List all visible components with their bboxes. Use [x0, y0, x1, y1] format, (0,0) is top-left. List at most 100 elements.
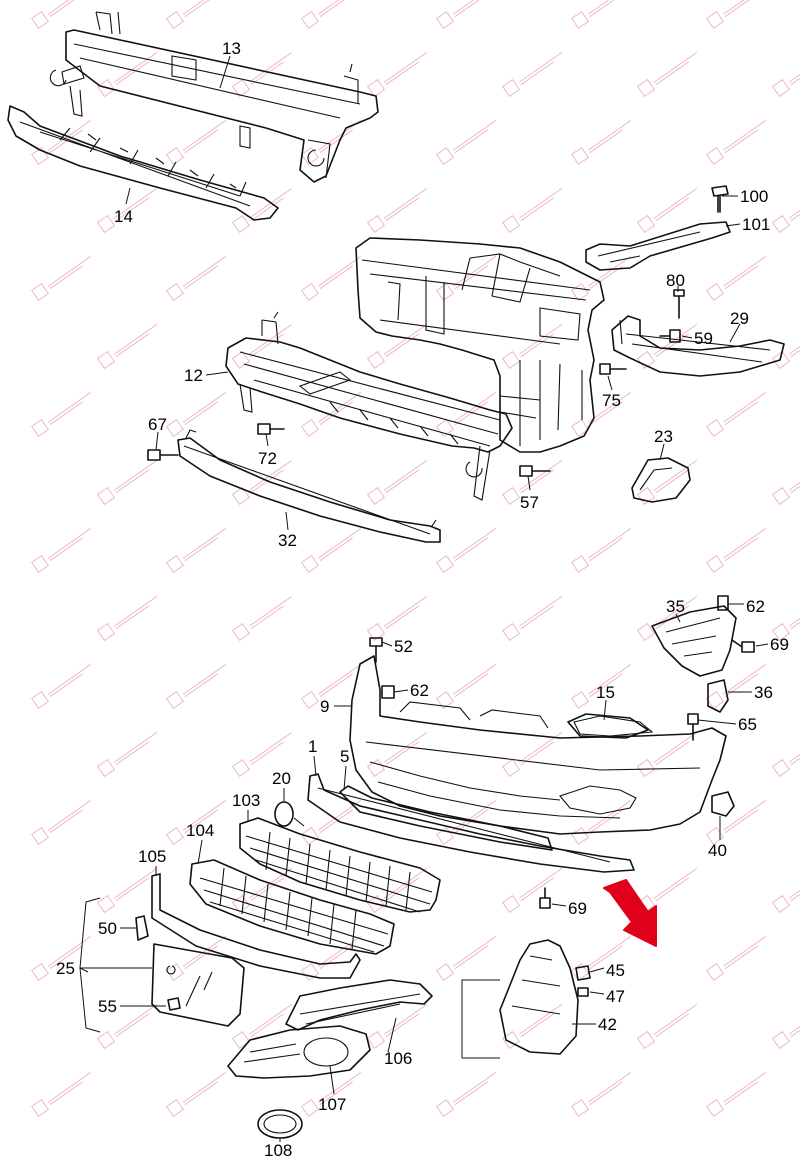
watermark-stamp [570, 120, 632, 166]
part-13-upper-crossmember [49, 11, 379, 183]
part-59-bolt [659, 329, 681, 343]
part-80-bolt [673, 289, 685, 319]
label-36: 36 [754, 683, 773, 702]
label-12: 12 [184, 366, 203, 385]
part-106-fog-grille [285, 979, 433, 1031]
label-100: 100 [740, 187, 768, 206]
watermark-stamp [501, 868, 563, 914]
watermark-stamp [366, 732, 428, 778]
watermark-stamp [771, 732, 800, 778]
watermark-stamp [165, 392, 227, 438]
watermark-stamp [30, 528, 92, 574]
watermark-stamp [366, 460, 428, 506]
label-55: 55 [98, 997, 117, 1016]
label-45: 45 [606, 961, 625, 980]
label-47: 47 [606, 987, 625, 1006]
part-35-side-guide [651, 605, 737, 677]
watermark-stamp [570, 800, 632, 846]
watermark-stamp [570, 664, 632, 710]
part-105-frame-strip [151, 873, 361, 979]
watermark-stamp [231, 1004, 293, 1050]
watermark-stamp [366, 324, 428, 370]
watermark-stamp [435, 392, 497, 438]
watermark-stamp [435, 256, 497, 302]
label-106: 106 [384, 1049, 412, 1068]
watermark-stamp [165, 936, 227, 982]
watermark-stamp [96, 460, 158, 506]
part-62-clip-lower [381, 685, 395, 699]
part-40-flap [711, 791, 735, 817]
watermark-stamp [231, 732, 293, 778]
label-52: 52 [394, 637, 413, 656]
part-29-side-bracket [611, 315, 785, 377]
watermark-stamp [771, 868, 800, 914]
watermark-stamp [501, 52, 563, 98]
watermark-stamp [435, 528, 497, 574]
label-32: 32 [278, 531, 297, 550]
watermark-stamp [636, 596, 698, 642]
watermark-stamp [705, 664, 767, 710]
watermark-stamp [435, 0, 497, 30]
label-25: 25 [56, 959, 75, 978]
watermark-stamp [96, 188, 158, 234]
label-62-lower: 62 [410, 681, 429, 700]
watermark-stamp [165, 800, 227, 846]
watermark-stamp [705, 1072, 767, 1118]
watermark-stamp [30, 800, 92, 846]
label-69-upper: 69 [770, 635, 789, 654]
watermark-stamp [231, 596, 293, 642]
watermark-stamp [165, 664, 227, 710]
part-32-lower-spoiler-strip [177, 429, 441, 543]
part-5-lower-spoiler [339, 785, 553, 851]
label-101: 101 [742, 215, 770, 234]
watermark-stamp [570, 0, 632, 30]
label-104: 104 [186, 821, 214, 840]
watermark-stamp [30, 256, 92, 302]
watermark-stamp [30, 1072, 92, 1118]
part-75-bolt [599, 363, 627, 375]
label-57: 57 [520, 493, 539, 512]
part-57-bolt [519, 465, 551, 477]
watermark-stamp [165, 120, 227, 166]
watermark-stamp [771, 1004, 800, 1050]
watermark-stamp [636, 1004, 698, 1050]
label-13: 13 [222, 39, 241, 58]
part-12-bumper-crossmember [225, 311, 513, 501]
watermark-stamp [435, 664, 497, 710]
watermark-stamp [705, 0, 767, 30]
watermark-stamp [165, 528, 227, 574]
watermark-stamp [96, 52, 158, 98]
label-50: 50 [98, 919, 117, 938]
front-end-carrier [355, 237, 605, 453]
watermark-stamp [366, 1004, 428, 1050]
watermark-stamp [231, 52, 293, 98]
watermark-stamp [705, 256, 767, 302]
label-72: 72 [258, 449, 277, 468]
watermark-stamp [570, 528, 632, 574]
watermark-stamp [366, 52, 428, 98]
watermark-stamp [570, 1072, 632, 1118]
watermark-stamp [501, 324, 563, 370]
part-15-bracket [567, 713, 649, 739]
watermark-stamp [300, 528, 362, 574]
label-108: 108 [264, 1141, 292, 1159]
highlight-arrow-icon [603, 879, 657, 947]
watermark-stamp [570, 392, 632, 438]
label-103: 103 [232, 791, 260, 810]
watermark-stamp [96, 324, 158, 370]
watermark-stamp [705, 800, 767, 846]
watermark-stamp [771, 460, 800, 506]
part-101-upper-bracket [585, 221, 731, 271]
watermark-stamp [30, 664, 92, 710]
watermark-stamp [705, 120, 767, 166]
watermark-stamp [705, 392, 767, 438]
label-15: 15 [596, 683, 615, 702]
label-29: 29 [730, 309, 749, 328]
watermark-stamp [636, 732, 698, 778]
label-5: 5 [340, 747, 349, 766]
part-67-bolt [147, 449, 179, 461]
watermark-stamp [30, 936, 92, 982]
watermark-stamp [636, 52, 698, 98]
watermark-stamp [165, 1072, 227, 1118]
